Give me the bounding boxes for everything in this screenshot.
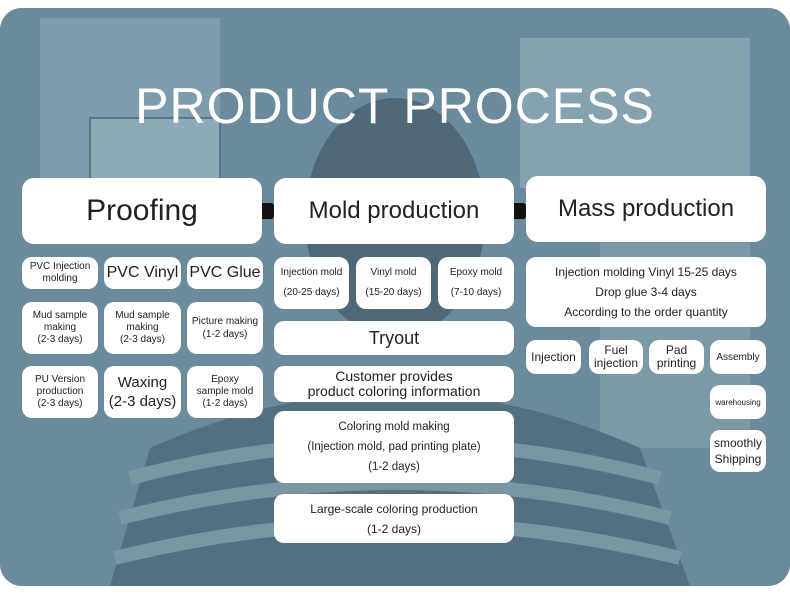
proofing-item-picture-making: Picture making (1-2 days): [187, 302, 263, 354]
mold-item-label: Large-scale coloring production (1-2 day…: [310, 501, 478, 536]
proofing-item-label: PVC Glue: [189, 264, 261, 281]
proofing-item-label: Epoxy sample mold (1-2 days): [196, 374, 254, 409]
proofing-item-label: Picture making (1-2 days): [191, 316, 259, 340]
mass-item-label: Injection: [531, 350, 576, 364]
mass-item-fuel-injection: Fuel injection: [589, 340, 643, 374]
mold-item-large-scale: Large-scale coloring production (1-2 day…: [274, 494, 514, 543]
proofing-item-mud-sample: Mud sample making (2-3 days): [22, 302, 98, 354]
mass-item-warehousing: warehousing: [710, 385, 766, 419]
mass-item-label: Assembly: [716, 351, 760, 363]
proofing-item-label: Mud sample making (2-3 days): [32, 310, 88, 345]
mold-item-label: Injection mold (20-25 days): [280, 267, 343, 298]
mold-item-label: Vinyl mold (15-20 days): [365, 267, 422, 298]
mass-item-label: Injection molding Vinyl 15-25 days Drop …: [555, 265, 737, 319]
mold-production-header-label: Mold production: [308, 197, 480, 224]
proofing-item-epoxy-sample: Epoxy sample mold (1-2 days): [187, 366, 263, 418]
mass-production-header-label: Mass production: [557, 195, 735, 222]
mold-item-label: Coloring mold making (Injection mold, pa…: [307, 421, 481, 473]
mold-item-label: Customer provides product coloring infor…: [307, 368, 481, 399]
mold-item-vinyl-mold: Vinyl mold (15-20 days): [356, 257, 431, 309]
proofing-item-mud-sample: Mud sample making (2-3 days): [104, 302, 181, 354]
mass-item-label: Fuel injection: [593, 343, 639, 370]
mass-item-assembly: Assembly: [710, 340, 766, 374]
proofing-item-label: PVC Vinyl: [106, 264, 179, 281]
mass-item-injection: Injection: [526, 340, 581, 374]
proofing-item-pu-version: PU Version production (2-3 days): [22, 366, 98, 418]
page-title: PRODUCT PROCESS: [135, 78, 655, 134]
proofing-item-waxing: Waxing (2-3 days): [104, 366, 181, 418]
mold-item-label: Epoxy mold (7-10 days): [449, 267, 503, 298]
mass-item-info: Injection molding Vinyl 15-25 days Drop …: [526, 257, 766, 327]
proofing-item-label: PVC Injection molding: [29, 261, 91, 284]
proofing-item-label: Mud sample making (2-3 days): [115, 310, 170, 345]
mold-item-tryout: Tryout: [274, 321, 514, 355]
mold-item-customer-info: Customer provides product coloring infor…: [274, 366, 514, 402]
mass-item-label: warehousing: [715, 397, 761, 407]
mass-item-pad-printing: Pad printing: [649, 340, 704, 374]
proofing-item-label: Waxing (2-3 days): [108, 374, 177, 410]
mass-production-header: Mass production: [526, 176, 766, 242]
proofing-item-pvc-glue: PVC Glue: [187, 257, 263, 289]
mold-item-injection-mold: Injection mold (20-25 days): [274, 257, 349, 309]
mass-item-label: smoothly Shipping: [713, 436, 763, 466]
proofing-header-label: Proofing: [86, 194, 198, 227]
proofing-header: Proofing: [22, 178, 262, 244]
proofing-item-pvc-vinyl: PVC Vinyl: [104, 257, 181, 289]
mass-item-label: Pad printing: [656, 343, 697, 370]
proofing-item-label: PU Version production (2-3 days): [34, 374, 86, 409]
mold-item-coloring-mold: Coloring mold making (Injection mold, pa…: [274, 411, 514, 483]
mold-production-header: Mold production: [274, 178, 514, 244]
mass-item-shipping: smoothly Shipping: [710, 430, 766, 472]
process-card: PRODUCT PROCESS Proofing Mold production…: [0, 8, 790, 586]
mold-item-label: Tryout: [368, 327, 420, 348]
mold-item-epoxy-mold: Epoxy mold (7-10 days): [438, 257, 514, 309]
proofing-item-pvc-injection: PVC Injection molding: [22, 257, 98, 289]
